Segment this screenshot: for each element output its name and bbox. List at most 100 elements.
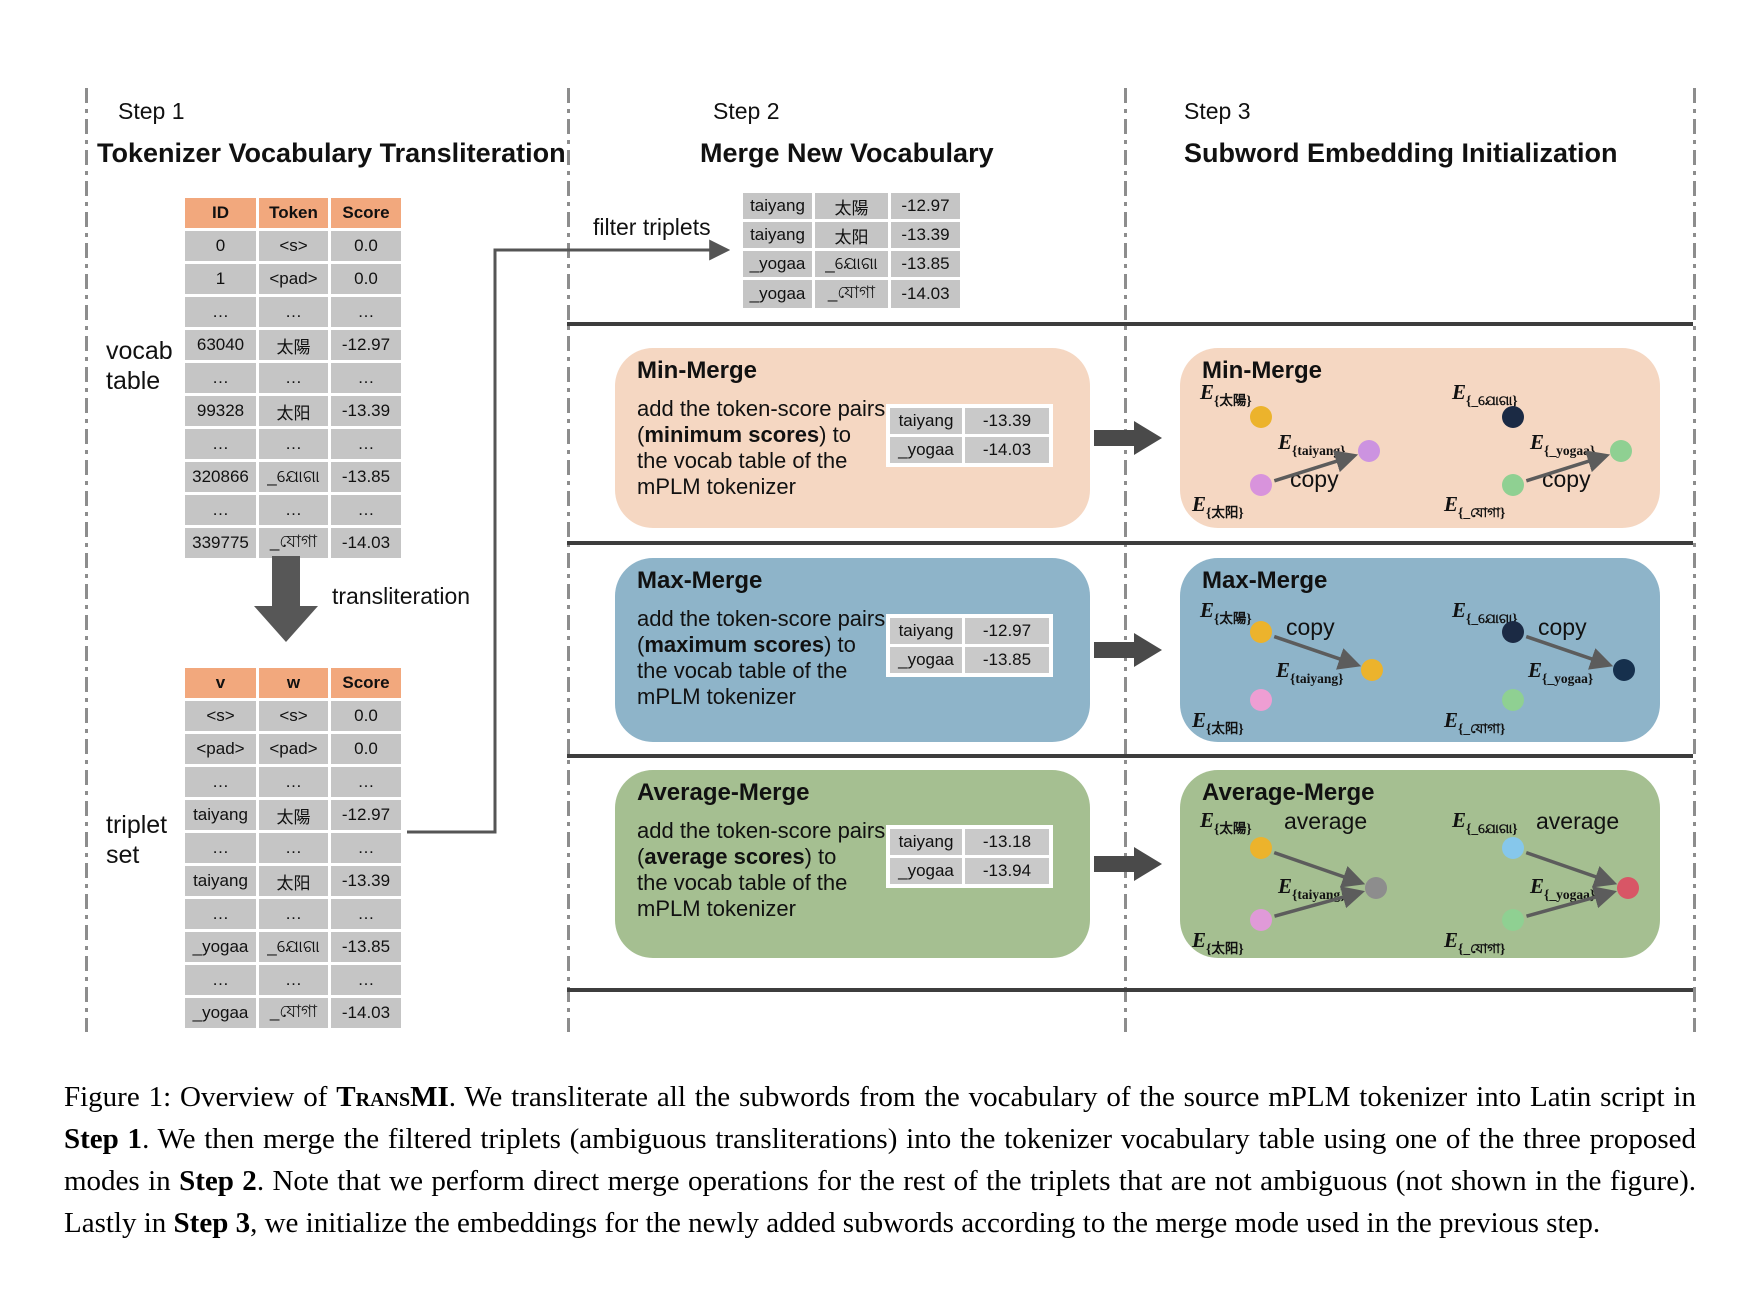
average-merge-embedding-panel: Average-Merge E{太陽}E{taiyang}E{太阳}averag… [1180,770,1660,958]
merge-arrow-icon [1094,847,1162,881]
vocab-table-cell: 太陽 [259,330,328,360]
vocab-table-cell: … [185,429,256,459]
vocab-table-cell: <s> [259,231,328,261]
average-label: average [1284,808,1368,834]
min-merge-pair-cell: _yogaa [890,437,962,463]
step2-title: Merge New Vocabulary [700,138,994,168]
merge-arrow-icon [1094,421,1162,455]
triplet-table-cell: taiyang [185,800,256,830]
embedding-dot-太阳 [1250,689,1272,711]
vocab-table-cell: 0 [185,231,256,261]
average-merge-pair-cell: taiyang [890,829,962,855]
vocab-table-cell: 0.0 [331,264,401,294]
vocab-table-cell: _যোগা [259,528,328,558]
triplet-table-cell: w [259,668,328,698]
vocab-table-cell: … [185,495,256,525]
average-merge-panel-title: Average-Merge [1202,779,1375,806]
embedding-dot-_ଯୋଗା [1502,406,1524,428]
embedding-dot-_yogaa [1617,877,1639,899]
embedding-label-_যোগা: E{_যোগা} [1444,492,1506,520]
section-divider-1 [567,322,1693,326]
embedding-dot-_yogaa [1613,659,1635,681]
embedding-label-_ଯୋଗା: E{_ଯୋଗା} [1452,598,1518,626]
caption-segment: . We then merge the filtered triplets (a… [64,1123,1696,1197]
triplet-table-cell: <s> [259,701,328,731]
vocab-table-cell: … [259,363,328,393]
copy-label: copy [1538,614,1587,640]
triplet-table-cell: taiyang [185,866,256,896]
embedding-label-_ଯୋଗା: E{_ଯୋଗା} [1452,380,1518,408]
filtered-table-cell: -14.03 [891,280,960,308]
embedding-dot-taiyang [1361,659,1383,681]
transliteration-arrow-icon [254,556,318,642]
triplet-table-cell: <pad> [259,734,328,764]
triplet-table-cell: 太阳 [259,866,328,896]
embedding-label-太陽: E{太陽} [1200,380,1252,408]
embedding-dot-_যোগা [1502,474,1524,496]
embedding-label-太阳: E{太阳} [1192,708,1244,736]
embedding-label-太阳: E{太阳} [1192,492,1244,520]
step3-title: Subword Embedding Initialization [1184,138,1618,168]
average-label: average [1536,808,1620,834]
average-merge-box-title: Average-Merge [637,779,810,806]
triplet-table-cell: -14.03 [331,998,401,1028]
triplet-table-cell: … [259,965,328,995]
embedding-label-taiyang: E{taiyang} [1278,430,1346,458]
triplet-table-cell: -13.39 [331,866,401,896]
filtered-table-cell: 太阳 [815,222,888,248]
copy-label: copy [1286,614,1335,640]
embedding-dot-_yogaa [1610,440,1632,462]
vocab-table-cell: Token [259,198,328,228]
triplet-table-cell: Score [331,668,401,698]
max-merge-pair-cell: taiyang [890,618,962,644]
triplet-set-label: triplet set [106,811,168,869]
caption-segment: . Note that we perform direct merge oper… [64,1165,1696,1239]
filtered-table-cell: taiyang [743,193,812,219]
vocab-table-cell: 1 [185,264,256,294]
vocab-table-cell: 99328 [185,396,256,426]
merge-arrow-icon [1094,633,1162,667]
min-merge-pair-cell: taiyang [890,408,962,434]
triplet-table-cell: … [185,965,256,995]
max-merge-pair-cell: -13.85 [965,647,1049,673]
embedding-label-_yogaa: E{_yogaa} [1530,430,1596,458]
step2-label: Step 2 [713,98,780,124]
vocab-table-cell: … [259,429,328,459]
embedding-dot-太陽 [1250,621,1272,643]
embedding-label-_যোগা: E{_যোগা} [1444,708,1506,736]
vocab-table-cell: -14.03 [331,528,401,558]
min-merge-panel-title: Min-Merge [1202,357,1322,384]
triplet-table-cell: 0.0 [331,734,401,764]
embedding-label-taiyang: E{taiyang} [1278,874,1346,902]
average-merge-description: add the token-score pairs(average scores… [637,818,886,921]
vocab-table-cell: -12.97 [331,330,401,360]
vocab-table-cell: … [259,495,328,525]
triplet-table-cell: … [185,767,256,797]
vocab-table-cell: ID [185,198,256,228]
caption-segment: , we initialize the embeddings for the n… [250,1207,1601,1239]
vocab-table-cell: -13.39 [331,396,401,426]
caption-segment: MI [410,1081,449,1113]
average-merge-pair-cell: -13.94 [965,858,1049,884]
dashed-separator-step2-3 [1124,88,1127,1032]
dashed-separator-right [1693,88,1696,1032]
filtered-table-cell: -12.97 [891,193,960,219]
embedding-dot-_যোগা [1502,689,1524,711]
copy-label: copy [1542,466,1591,492]
embedding-dot-太阳 [1250,909,1272,931]
embedding-dot-_ଯୋଗା [1502,837,1524,859]
dashed-separator-left [85,88,88,1032]
triplet-table-cell: v [185,668,256,698]
caption-segment: Step 2 [179,1165,257,1197]
triplet-table-cell: … [259,899,328,929]
embedding-dot-_যোগা [1502,909,1524,931]
caption-segment: . We transliterate all the subwords from… [448,1081,1696,1113]
triplet-table-cell: <pad> [185,734,256,764]
caption-segment: Trans [336,1081,411,1113]
vocab-table-cell: … [185,363,256,393]
vocab-table-cell: 320866 [185,462,256,492]
max-merge-pair-cell: _yogaa [890,647,962,673]
